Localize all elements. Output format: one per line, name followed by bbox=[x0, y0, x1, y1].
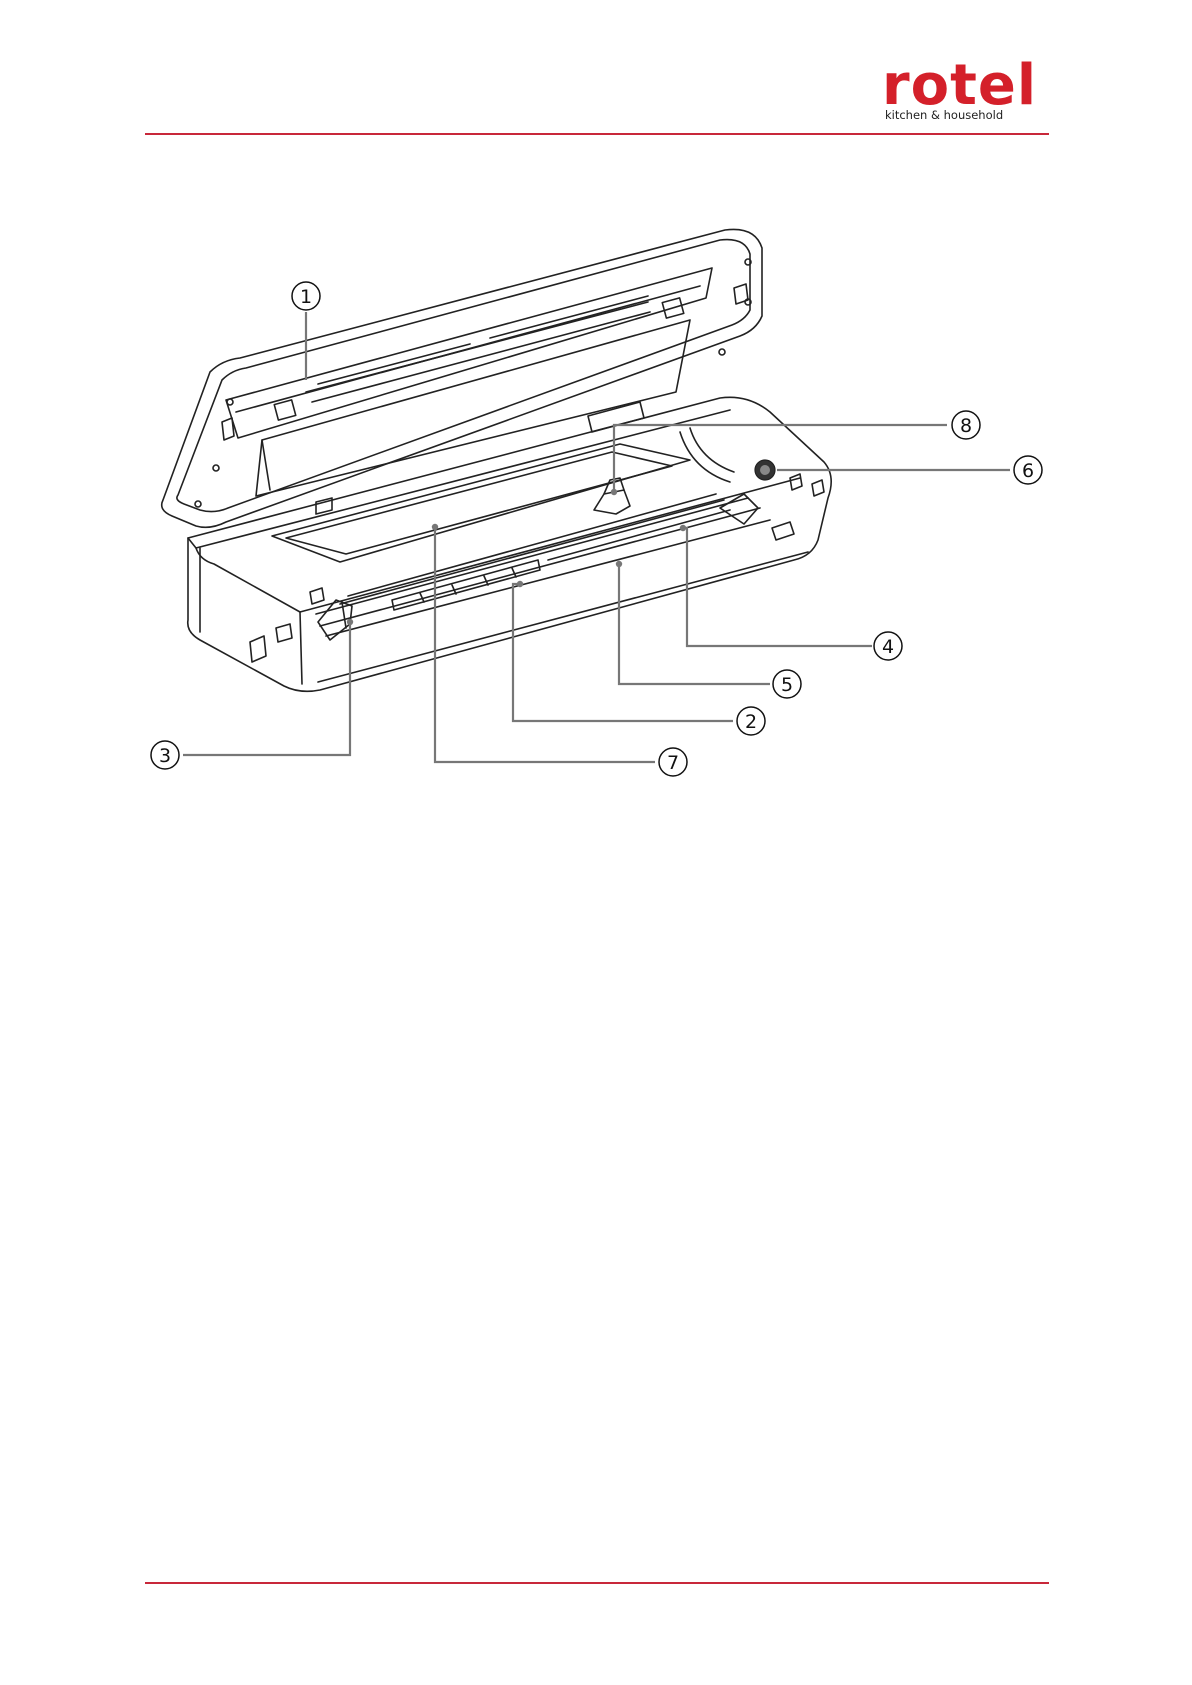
footer-rule bbox=[145, 1582, 1049, 1584]
button-center-icon bbox=[760, 465, 770, 475]
callout-4: 4 bbox=[874, 632, 902, 660]
callout-4-label: 4 bbox=[882, 636, 894, 658]
callout-1-label: 1 bbox=[300, 286, 312, 308]
callout-5-label: 5 bbox=[781, 674, 793, 696]
callout-3: 3 bbox=[151, 741, 179, 769]
product-diagram: 1 2 3 4 5 6 7 8 bbox=[0, 0, 1192, 800]
callout-3-label: 3 bbox=[159, 745, 171, 767]
callout-8-label: 8 bbox=[960, 415, 972, 437]
device-outline bbox=[162, 229, 832, 691]
callout-2: 2 bbox=[737, 707, 765, 735]
callout-6: 6 bbox=[1014, 456, 1042, 484]
callout-6-label: 6 bbox=[1022, 460, 1034, 482]
callout-7: 7 bbox=[659, 748, 687, 776]
callout-7-label: 7 bbox=[667, 752, 679, 774]
callout-5: 5 bbox=[773, 670, 801, 698]
callout-2-label: 2 bbox=[745, 711, 757, 733]
callout-8: 8 bbox=[952, 411, 980, 439]
callout-leaders bbox=[183, 312, 1010, 762]
callout-1: 1 bbox=[292, 282, 320, 310]
